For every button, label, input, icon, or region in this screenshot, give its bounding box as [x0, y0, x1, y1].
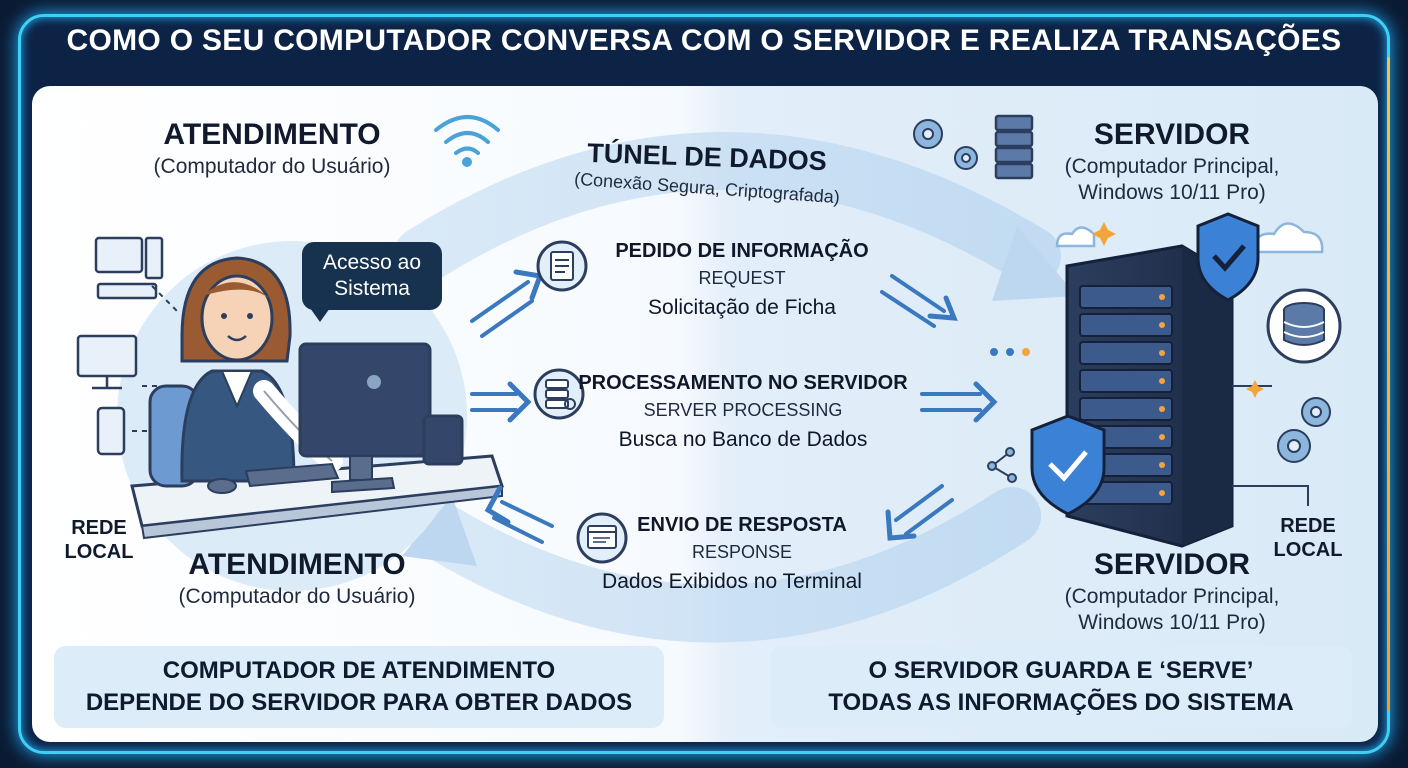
gears-icon	[1277, 397, 1331, 463]
network-right-line-1: REDE	[1280, 515, 1336, 537]
network-label-left: REDE LOCAL	[54, 516, 144, 564]
footer-right-line-1: O SERVIDOR GUARDA E ‘SERVE’	[868, 657, 1254, 684]
diagram-scene	[76, 114, 1342, 643]
tunnel-top-arrowhead	[992, 226, 1077, 301]
flow-processing-english: SERVER PROCESSING	[643, 400, 843, 420]
user-woman-illustration	[180, 256, 343, 483]
shield-check-icon-top	[1196, 212, 1260, 302]
flow-response-detail: Dados Exibidos no Terminal	[602, 570, 862, 593]
flow-response-heading: ENVIO DE RESPOSTA	[637, 514, 847, 536]
gear-icon	[913, 119, 978, 170]
phone-icon	[96, 406, 126, 456]
server-rack-small-icon	[994, 114, 1034, 180]
shield-check-icon-bottom	[1030, 414, 1106, 516]
network-right-line-2: LOCAL	[1273, 539, 1343, 561]
access-speech-bubble: Acesso ao Sistema	[302, 242, 442, 322]
sparkle-icon	[1092, 222, 1264, 398]
server-subtitle-bottom-2: Windows 10/11 Pro)	[1078, 611, 1266, 634]
flow-processing-detail: Busca no Banco de Dados	[618, 428, 868, 451]
server-subtitle-top-1: (Computador Principal,	[1064, 155, 1280, 178]
request-arrow-out	[880, 274, 958, 328]
processing-arrow-out	[920, 381, 998, 423]
footer-right-line-2: TODAS AS INFORMAÇÕES DO SISTEMA	[828, 689, 1294, 716]
tunnel-bottom-arc	[403, 487, 1041, 643]
flow-response-english: RESPONSE	[691, 542, 793, 562]
network-nodes-icon	[987, 447, 1017, 483]
tunnel-top-arc	[393, 132, 1061, 285]
bubble-line-1: Acesso ao	[322, 251, 422, 274]
flow-request-english: REQUEST	[698, 268, 786, 288]
client-subtitle-top: (Computador do Usuário)	[153, 155, 391, 178]
footer-left-line-2: DEPENDE DO SERVIDOR PARA OBTER DADOS	[85, 689, 633, 716]
monitor-window-icon	[576, 512, 628, 564]
database-search-icon	[533, 368, 585, 420]
desktop-computer-icon	[94, 236, 164, 300]
client-heading-top: ATENDIMENTO	[163, 118, 381, 151]
decorative-dots	[990, 348, 1030, 356]
document-icon	[536, 240, 588, 292]
client-subtitle-bottom: (Computador do Usuário)	[178, 585, 416, 608]
bubble-line-2: Sistema	[334, 277, 410, 300]
network-left-line-1: REDE	[71, 517, 127, 539]
response-arrow-in	[885, 484, 954, 541]
footer-left-line-1: COMPUTADOR DE ATENDIMENTO	[162, 657, 556, 684]
page-title: COMO O SEU COMPUTADOR CONVERSA COM O SER…	[66, 24, 1342, 57]
footer-client-note: COMPUTADOR DE ATENDIMENTO DEPENDE DO SER…	[54, 646, 664, 728]
request-arrow-in	[470, 269, 544, 338]
cloud-icon	[1055, 222, 1324, 254]
server-heading-top: SERVIDOR	[1093, 118, 1251, 151]
diagram-panel: ATENDIMENTO (Computador do Usuário) Aces…	[32, 86, 1378, 742]
flow-processing-heading: PROCESSAMENTO NO SERVIDOR	[578, 372, 908, 394]
server-rack-illustration	[1065, 244, 1234, 548]
processing-arrow-in	[470, 381, 532, 423]
server-subtitle-bottom-1: (Computador Principal,	[1064, 585, 1280, 608]
monitor-icon	[76, 334, 138, 390]
tunnel-bottom-arrowhead	[402, 496, 477, 566]
network-left-line-2: LOCAL	[64, 541, 134, 563]
client-heading-bottom: ATENDIMENTO	[188, 548, 406, 581]
flow-request-detail: Solicitação de Ficha	[648, 296, 836, 319]
wifi-icon	[434, 115, 500, 167]
database-icon	[1266, 288, 1342, 364]
response-arrow-out	[484, 485, 554, 544]
network-label-right: REDE LOCAL	[1258, 514, 1358, 562]
server-subtitle-top-2: Windows 10/11 Pro)	[1078, 181, 1266, 204]
flow-request-heading: PEDIDO DE INFORMAÇÃO	[615, 240, 869, 262]
client-monitor-illustration	[207, 342, 464, 494]
server-heading-bottom: SERVIDOR	[1093, 548, 1251, 581]
footer-server-note: O SERVIDOR GUARDA E ‘SERVE’ TODAS AS INF…	[770, 646, 1352, 728]
